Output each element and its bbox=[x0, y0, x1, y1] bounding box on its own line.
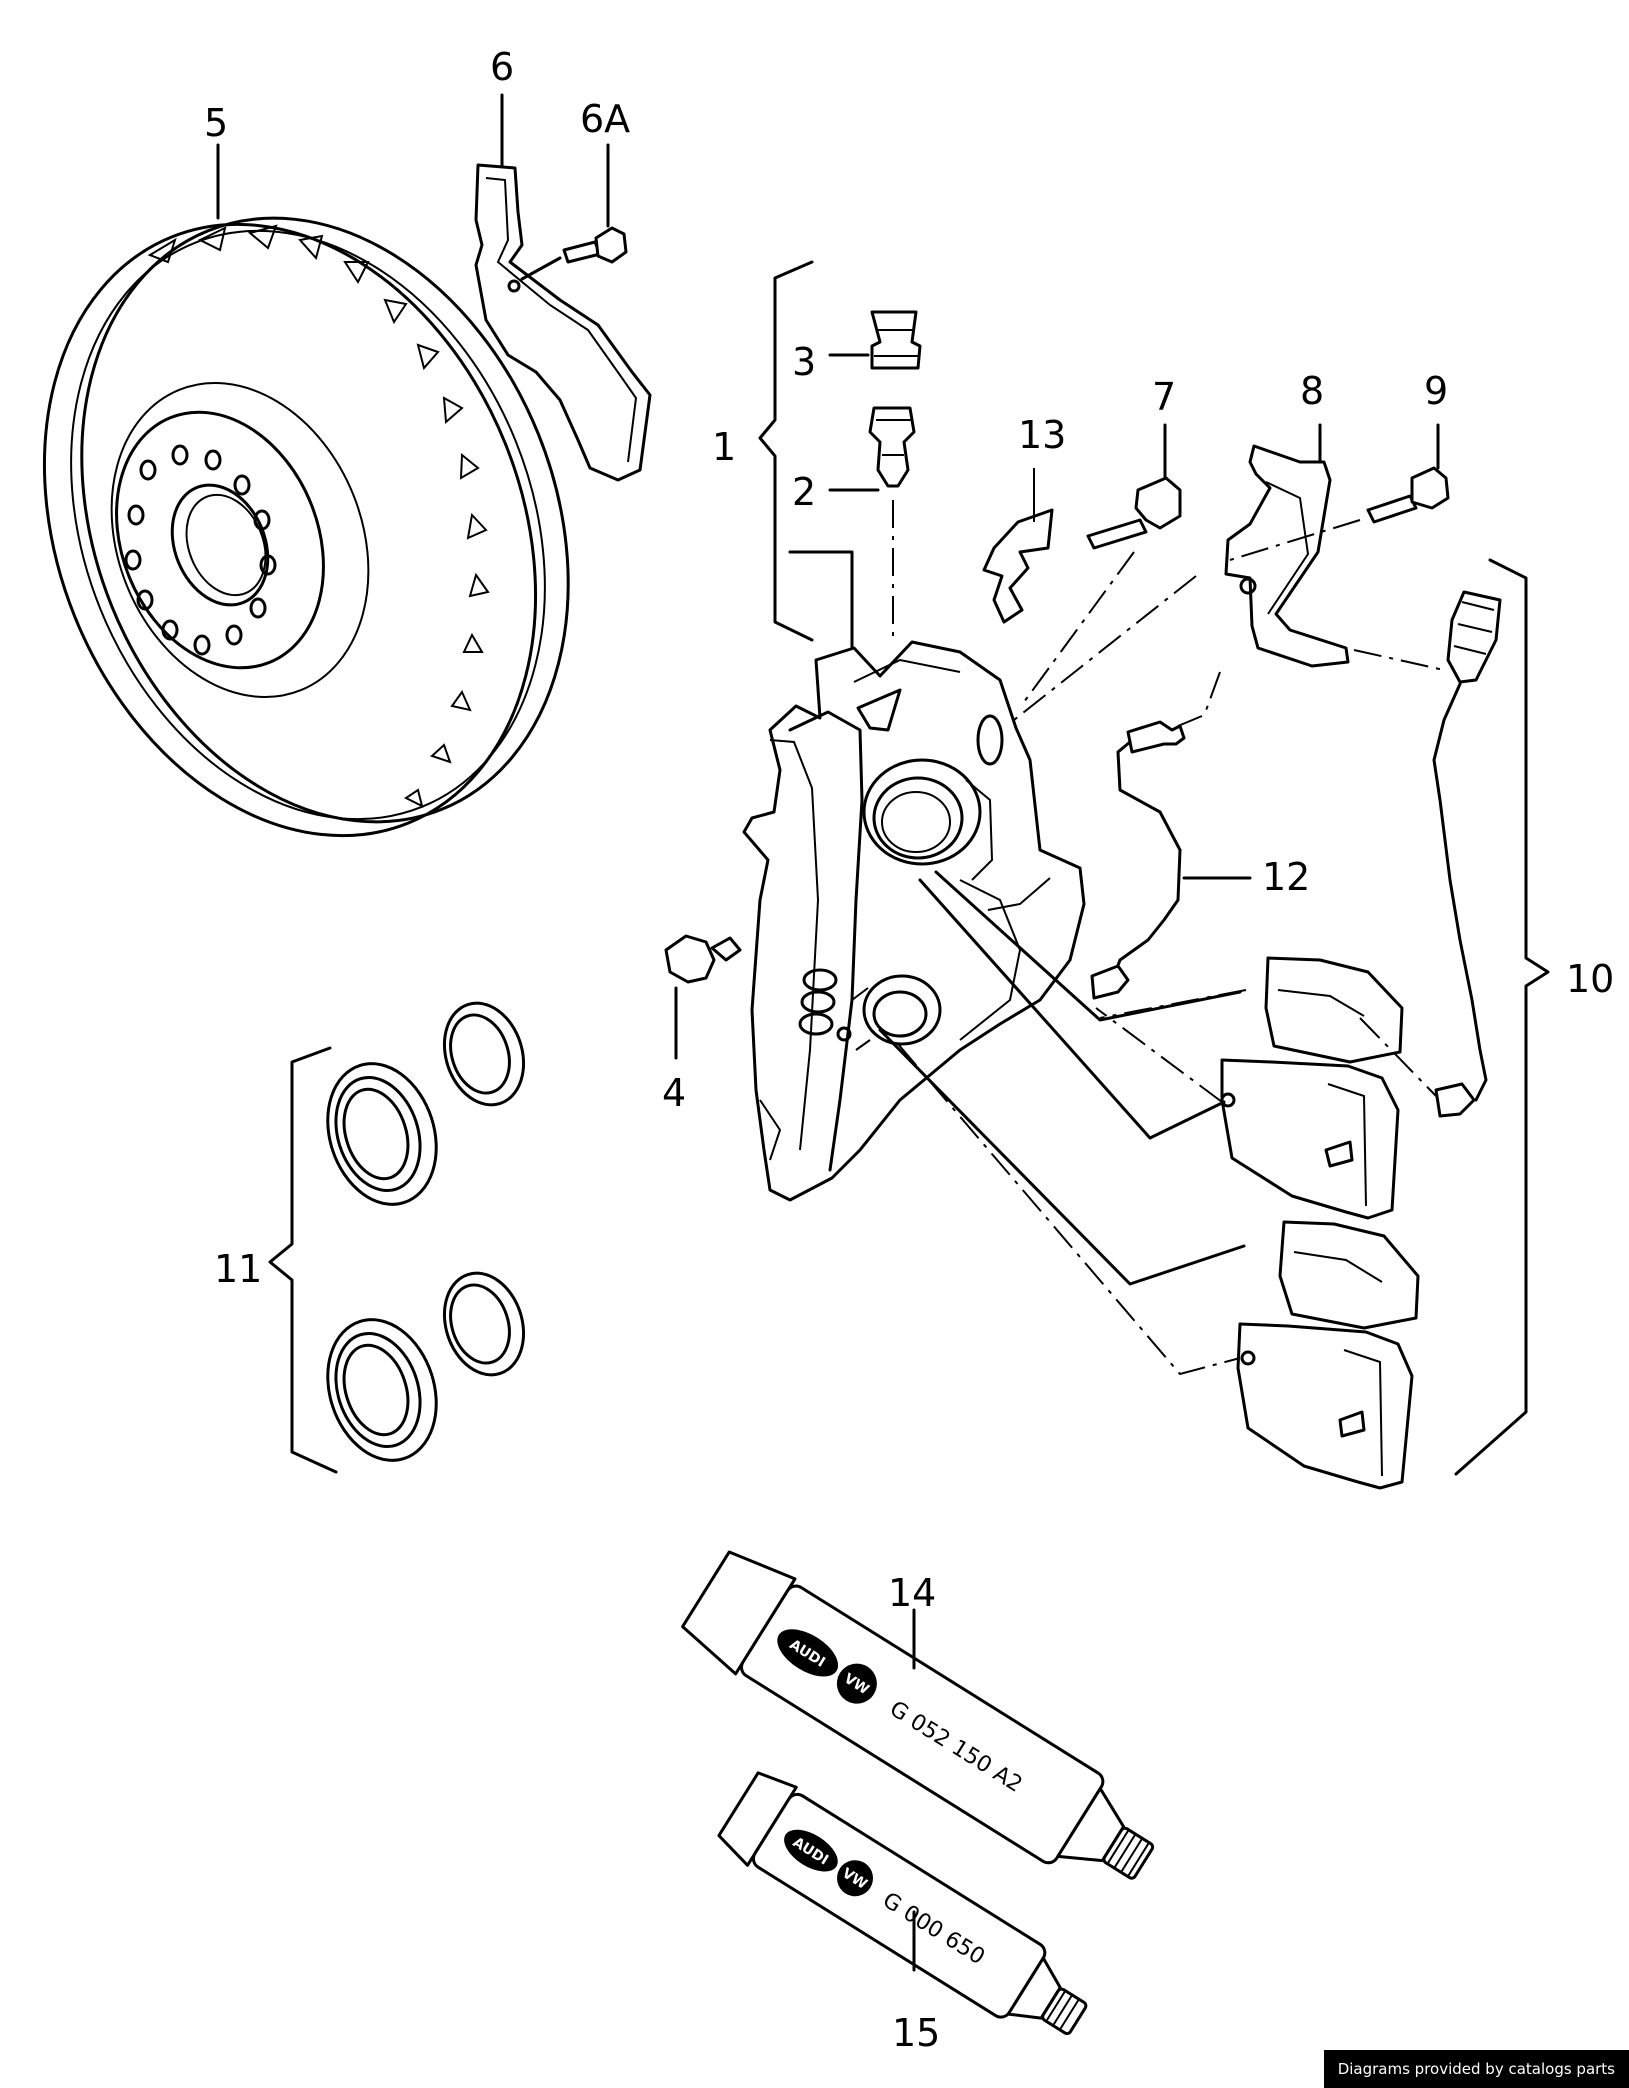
bracket-item-11 bbox=[268, 1046, 338, 1474]
bleeder-cap bbox=[870, 310, 922, 370]
callout-6: 6 bbox=[490, 45, 514, 89]
callout-6a: 6A bbox=[580, 97, 630, 141]
piston-seals bbox=[326, 1001, 526, 1462]
bracket-item-10 bbox=[1454, 558, 1550, 1476]
bolt-6a bbox=[562, 226, 628, 264]
callout-14: 14 bbox=[888, 1571, 936, 1615]
brake-pad-upper bbox=[1220, 956, 1404, 1220]
callout-11: 11 bbox=[214, 1247, 262, 1291]
brake-line bbox=[1090, 720, 1186, 1000]
callout-3: 3 bbox=[792, 340, 816, 384]
callout-8: 8 bbox=[1300, 369, 1324, 413]
retaining-clip bbox=[982, 508, 1054, 624]
callout-13: 13 bbox=[1018, 413, 1066, 457]
watermark-credit: Diagrams provided by catalogs parts bbox=[1323, 2050, 1629, 2088]
callout-9: 9 bbox=[1424, 369, 1448, 413]
wear-sensor bbox=[1432, 590, 1502, 1118]
splash-shield bbox=[474, 163, 652, 482]
callout-12: 12 bbox=[1262, 855, 1310, 899]
grease-tube-15: AUDI VW G 000 650 bbox=[717, 1771, 1088, 2036]
brake-caliper bbox=[742, 640, 1086, 1202]
bleeder-screw bbox=[664, 934, 742, 984]
callouts: 1 2 3 4 5 6 6A 7 8 9 10 11 12 13 14 15 bbox=[204, 45, 1614, 2055]
assembly-lines bbox=[878, 519, 1445, 1376]
callout-1: 1 bbox=[712, 425, 736, 469]
callout-2: 2 bbox=[792, 470, 816, 514]
bleeder-valve bbox=[868, 406, 916, 488]
brake-disc bbox=[42, 216, 570, 838]
caliper-bolt bbox=[1086, 476, 1182, 550]
sensor-bracket bbox=[1224, 444, 1350, 668]
callout-5: 5 bbox=[204, 101, 228, 145]
callout-4: 4 bbox=[662, 1071, 686, 1115]
leader-lines bbox=[216, 93, 916, 1972]
callout-10: 10 bbox=[1566, 957, 1614, 1001]
brake-pad-lower bbox=[1236, 1220, 1420, 1490]
callout-7: 7 bbox=[1152, 375, 1176, 419]
bracket-item-1 bbox=[758, 260, 814, 642]
callout-15: 15 bbox=[892, 2011, 940, 2055]
bracket-bolt bbox=[1366, 466, 1450, 524]
